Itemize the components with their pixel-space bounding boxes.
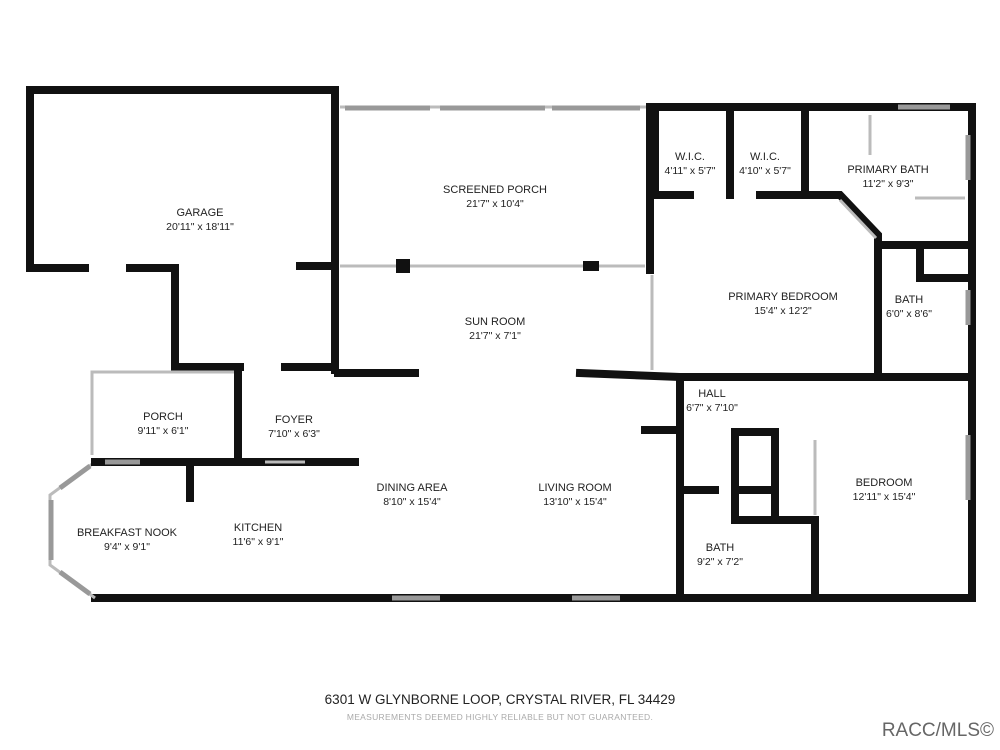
room-dims-sun-room: 21'7" x 7'1" [469, 330, 521, 342]
room-name-sun-room: SUN ROOM [465, 316, 526, 328]
room-name-wic-1: W.I.C. [675, 151, 705, 163]
room-name-wic-2: W.I.C. [750, 151, 780, 163]
room-dims-dining-area: 8'10" x 15'4" [383, 496, 441, 508]
room-name-breakfast-nook: BREAKFAST NOOK [77, 527, 178, 539]
column [396, 259, 410, 273]
room-dims-primary-bedroom: 15'4" x 12'2" [754, 305, 812, 317]
column [583, 261, 599, 271]
room-name-bath-2: BATH [706, 542, 735, 554]
room-name-foyer: FOYER [275, 414, 313, 426]
room-dims-primary-bath: 11'2" x 9'3" [863, 178, 914, 190]
room-name-porch: PORCH [143, 411, 183, 423]
room-dims-breakfast-nook: 9'4" x 9'1" [104, 541, 150, 553]
room-dims-bath-1: 6'0" x 8'6" [886, 308, 932, 320]
room-dims-foyer: 7'10" x 6'3" [268, 428, 320, 440]
room-dims-screened-porch: 21'7" x 10'4" [466, 198, 524, 210]
room-name-kitchen: KITCHEN [234, 522, 282, 534]
room-dims-bedroom: 12'11" x 15'4" [853, 491, 916, 503]
room-dims-wic-2: 4'10" x 5'7" [739, 165, 791, 177]
room-labels: GARAGE 20'11" x 18'11" SCREENED PORCH 21… [77, 151, 932, 568]
room-dims-hall: 6'7" x 7'10" [686, 402, 738, 414]
walls [26, 86, 976, 602]
room-dims-kitchen: 11'6" x 9'1" [233, 536, 284, 548]
room-name-bedroom: BEDROOM [856, 477, 913, 489]
room-dims-garage: 20'11" x 18'11" [166, 221, 234, 233]
room-name-primary-bedroom: PRIMARY BEDROOM [728, 291, 838, 303]
room-dims-bath-2: 9'2" x 7'2" [697, 556, 743, 568]
room-name-hall: HALL [698, 388, 726, 400]
room-name-dining-area: DINING AREA [377, 482, 449, 494]
measurement-disclaimer: MEASUREMENTS DEEMED HIGHLY RELIABLE BUT … [346, 712, 654, 722]
room-name-garage: GARAGE [176, 207, 223, 219]
property-address: 6301 W GLYNBORNE LOOP, CRYSTAL RIVER, FL… [324, 692, 676, 707]
room-dims-living-room: 13'10" x 15'4" [543, 496, 607, 508]
room-dims-wic-1: 4'11" x 5'7" [665, 165, 716, 177]
room-dims-porch: 9'11" x 6'1" [138, 425, 189, 437]
room-name-bath-1: BATH [895, 294, 924, 306]
mls-logo: RACC/MLS© [881, 720, 994, 741]
room-name-living-room: LIVING ROOM [538, 482, 611, 494]
room-name-primary-bath: PRIMARY BATH [847, 164, 928, 176]
room-name-screened-porch: SCREENED PORCH [443, 184, 547, 196]
